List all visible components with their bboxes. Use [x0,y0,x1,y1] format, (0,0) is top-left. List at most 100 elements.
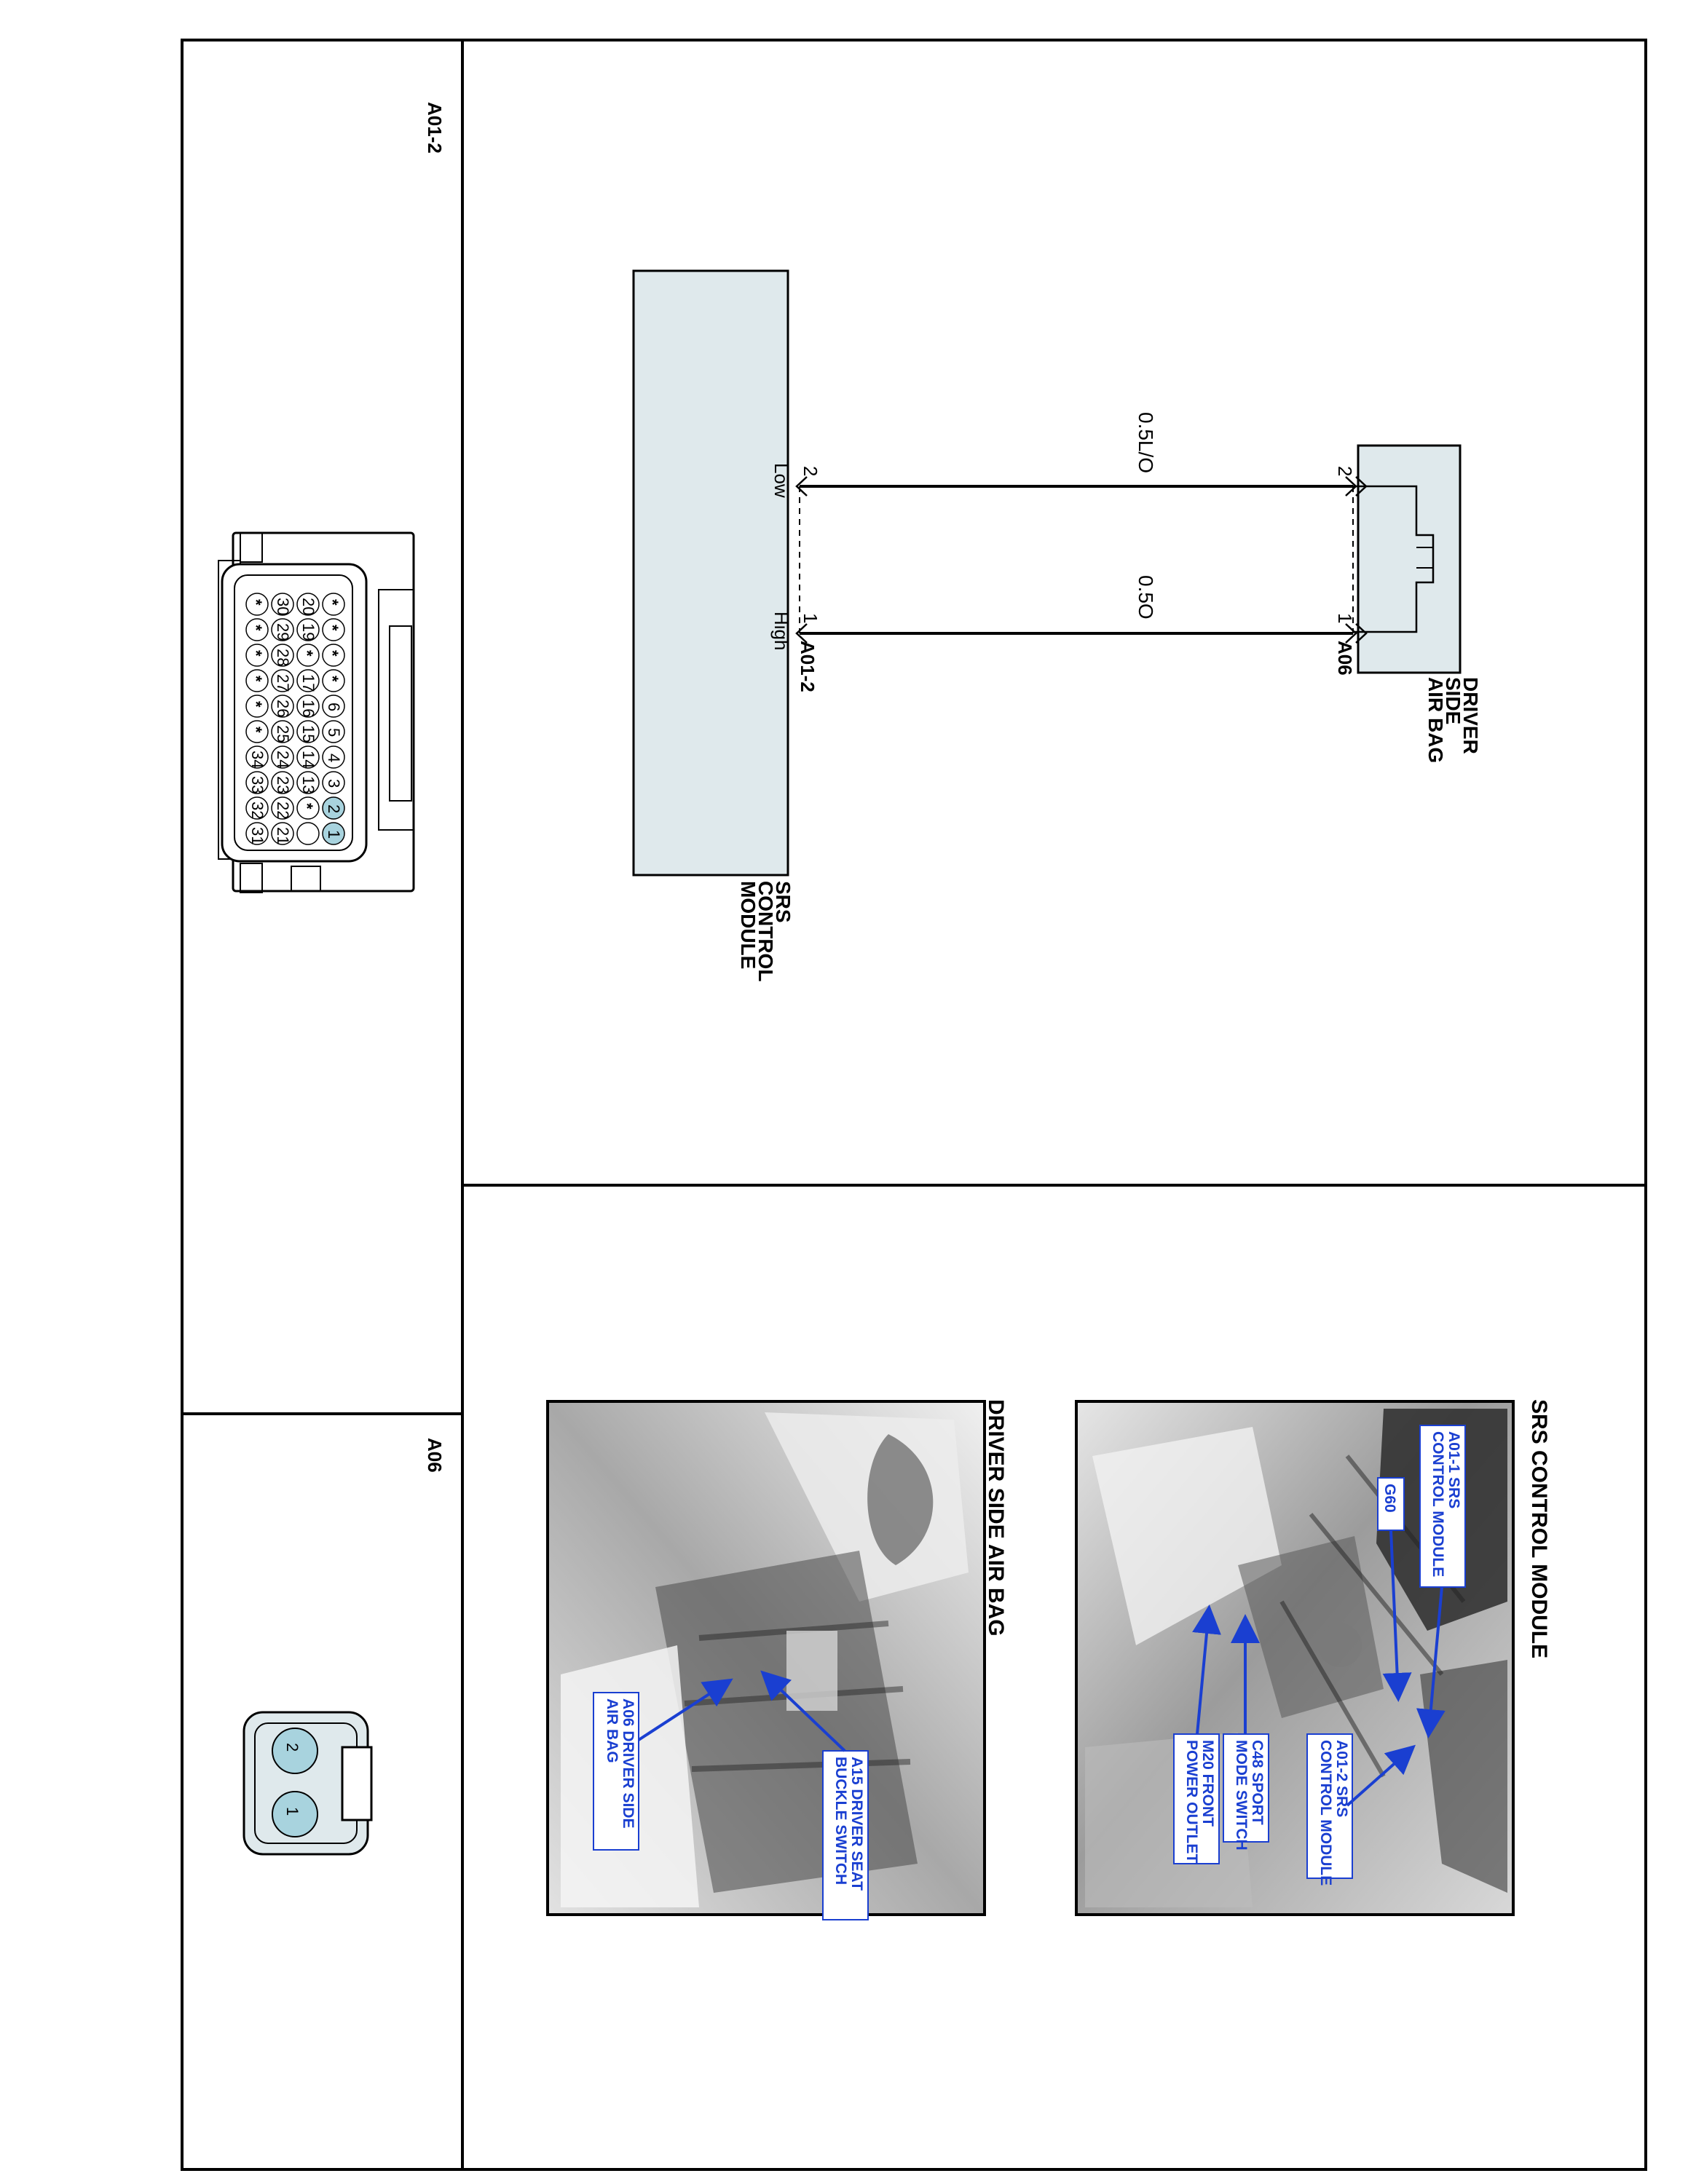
a01-2-pin-15 [296,720,320,743]
wire-low-pin-module: 2 [800,466,821,476]
a01-2-pin-21 [271,822,294,845]
callout-g60-text: G60 [1381,1484,1398,1513]
callout-a06-line2: AIR BAG [604,1698,620,1763]
a01-2-pin-label-21: 21 [274,827,292,844]
a01-2-unused-marker: * [323,650,342,657]
a01-2-pin-label-1: 1 [325,830,343,839]
callout-c48: C48 SPORT MODE SWITCH [1223,1614,1269,1851]
page-frame [181,39,1647,2171]
a01-2-unused-cavity [296,644,320,667]
a01-2-unused-cavity [296,796,320,820]
a01-2-pin-label-25: 25 [274,725,292,743]
airbag-photo-title: DRIVER SIDE AIR BAG [984,1399,1008,1637]
a01-2-unused-marker: * [323,599,342,606]
a01-2-pin-1 [322,822,345,845]
a01-2-pin-label-15: 15 [299,725,318,743]
a01-2-pin-33 [245,771,269,794]
driver-airbag-title-3: AIR BAG [1424,677,1447,763]
a01-2-unused-marker: * [247,625,265,631]
wire-high-code: 0.5O [1135,575,1157,620]
wire-low-code: 0.5L/O [1135,412,1157,473]
schematic: DRIVER SIDE AIR BAG A06 SRS CONTROL MODU… [632,269,1482,981]
a01-2-unused-cavity [245,644,269,667]
wire-high-pin-airbag: 1 [1334,613,1356,623]
connector-a01-2-face: 1234561314151617192021222324252627282930… [218,531,415,893]
callout-a06-line1: A06 DRIVER SIDE [620,1698,636,1829]
wire-high-pin-module: 1 [800,613,821,623]
module-connector-label: A01-2 [797,641,819,692]
a01-2-pin-label-26: 26 [274,700,292,717]
airbag-photo-panel: DRIVER SIDE AIR BAG A15 DRIVER SEAT BUCK… [546,1399,1008,1920]
callout-a01-2-line1: A01-2 SRS [1333,1740,1350,1817]
a01-2-pin-16 [296,695,320,718]
a01-2-pin-label-6: 6 [325,703,343,711]
a01-2-pin-label-2: 2 [325,804,343,813]
a01-2-pin-28 [271,644,294,667]
connector-a01-2-pin-grid: 1234561314151617192021222324252627282930… [245,593,345,845]
srs-module-title-1: SRS [772,881,794,923]
a01-2-pin-label-4: 4 [325,753,343,762]
a06-pin-2: 2 [283,1743,301,1752]
callout-a06: A06 DRIVER SIDE AIR BAG [593,1678,733,1851]
wire-low: 0.5L/O 2 2 [795,412,1368,496]
connector-a06-label: A06 [424,1438,446,1473]
a01-2-pin-6 [322,695,345,718]
a01-2-pin-14 [296,745,320,769]
driver-airbag-title-1: DRIVER [1459,677,1482,754]
srs-photo-panel: SRS CONTROL MODULE A01-1 SRS CONTROL MOD… [1075,1399,1551,1916]
callout-c48-line1: C48 SPORT [1249,1740,1266,1825]
a01-2-pin-label-16: 16 [299,700,318,717]
a01-2-pin-label-3: 3 [325,779,343,788]
callout-a15: A15 DRIVER SEAT BUCKLE SWITCH [760,1670,869,1920]
a01-2-pin-22 [271,796,294,820]
a01-2-pin-label-24: 24 [274,751,292,768]
a01-2-pin-19 [296,618,320,641]
a01-2-unused-marker: * [247,599,265,606]
a01-2-pin-label-20: 20 [299,598,318,615]
callout-m20-line2: POWER OUTLET [1183,1740,1200,1863]
a01-2-pin-label-29: 29 [274,623,292,641]
a01-2-pin-label-32: 32 [248,802,267,819]
a01-2-unused-marker: * [298,650,316,657]
driver-airbag-title-2: SIDE [1442,677,1464,724]
a01-2-pin-13 [296,771,320,794]
callout-a01-1: A01-1 SRS CONTROL MODULE [1416,1425,1466,1738]
a01-2-pin-23 [271,771,294,794]
a01-2-unused-cavity [245,593,269,616]
a01-2-pin-25 [271,720,294,743]
a06-pin-1: 1 [283,1807,301,1816]
a01-2-pin-5 [322,720,345,743]
a01-2-pin-label-34: 34 [248,751,267,768]
connector-a06-face: 2 1 [242,1711,373,1856]
a01-2-pin-label-17: 17 [299,674,318,692]
a01-2-pin-label-19: 19 [299,623,318,641]
a01-2-pin-20 [296,593,320,616]
a01-2-unused-marker: * [323,676,342,682]
a01-2-blank-cavity [296,822,320,845]
a01-2-unused-cavity [245,618,269,641]
module-signal-low: Low [770,463,792,498]
connector-shell-lines [799,486,1354,633]
connector-a01-2-panel: A01-2 1234561314151617192021222324252627… [218,102,446,893]
a01-2-pin-2 [322,796,345,820]
a01-2-pin-30 [271,593,294,616]
a01-2-pin-label-23: 23 [274,776,292,794]
a01-2-unused-marker: * [247,727,265,733]
connector-a01-2-label: A01-2 [424,102,446,154]
a01-2-unused-cavity [245,695,269,718]
module-signal-high: High [770,612,792,650]
a01-2-pin-label-13: 13 [299,776,318,794]
connector-a06-panel: A06 2 1 [242,1438,446,1856]
a01-2-unused-cavity [322,644,345,667]
a01-2-unused-cavity [322,593,345,616]
driver-airbag-component: DRIVER SIDE AIR BAG A06 [1334,444,1482,763]
a01-2-unused-marker: * [323,625,342,631]
a01-2-pin-label-14: 14 [299,751,318,768]
a01-2-pin-27 [271,669,294,692]
a01-2-unused-cavity [245,669,269,692]
a01-2-pin-34 [245,745,269,769]
a01-2-pin-label-33: 33 [248,776,267,794]
a01-2-pin-label-5: 5 [325,728,343,737]
a01-2-unused-marker: * [247,650,265,657]
